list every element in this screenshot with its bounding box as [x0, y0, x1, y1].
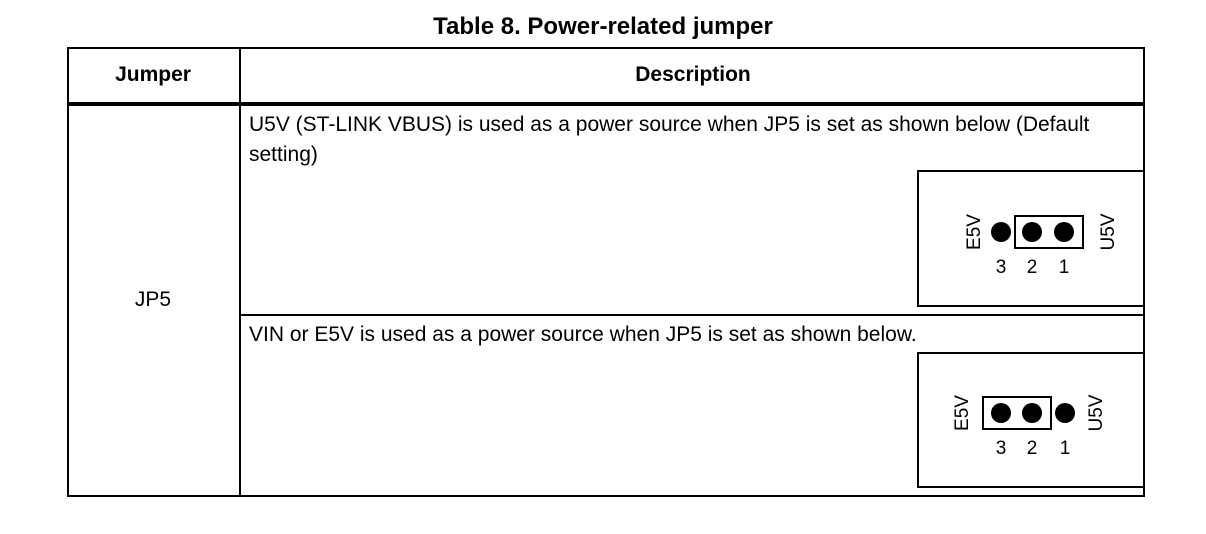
pin-label-2: 2: [1027, 438, 1038, 459]
jumper-diagram-vin-e5v-svg: E5V U5V 3 2 1: [952, 394, 1107, 459]
jumper-diagram-vin-e5v: E5V U5V 3 2 1: [917, 352, 1145, 488]
jumper-diagram-default: E5V U5V 3 2 1: [917, 170, 1145, 307]
pin-label-1: 1: [1059, 257, 1070, 278]
power-jumper-table: Jumper Description JP5 U5V (ST-LINK VBUS…: [67, 47, 1145, 497]
header-description: Description: [635, 63, 751, 86]
setting-description-default: U5V (ST-LINK VBUS) is used as a power so…: [249, 113, 1090, 166]
label-u5v: U5V: [1098, 213, 1119, 250]
pin-3: [991, 222, 1011, 242]
setting-description-vin-e5v: VIN or E5V is used as a power source whe…: [249, 323, 917, 346]
pin-1: [1054, 222, 1074, 242]
label-e5v: E5V: [964, 214, 985, 250]
table-border: [67, 47, 1145, 497]
header-jumper: Jumper: [115, 63, 191, 86]
pin-1: [1055, 403, 1075, 423]
jumper-cap: [982, 396, 1052, 430]
header-divider: [67, 102, 1145, 106]
pin-label-2: 2: [1027, 257, 1038, 278]
pin-label-3: 3: [996, 438, 1007, 459]
jumper-name-cell: JP5: [134, 288, 172, 311]
pin-label-1: 1: [1060, 438, 1071, 459]
pin-2: [1022, 222, 1042, 242]
pin-label-3: 3: [996, 257, 1007, 278]
pin-2: [1022, 403, 1042, 423]
label-e5v: E5V: [952, 395, 973, 431]
row-divider: [239, 314, 1145, 316]
column-divider: [239, 47, 241, 497]
jumper-cap: [1014, 215, 1084, 249]
pin-3: [991, 403, 1011, 423]
table-title: Table 8. Power-related jumper: [433, 13, 773, 40]
jumper-diagram-default-svg: E5V U5V 3 2 1: [964, 213, 1119, 278]
label-u5v: U5V: [1086, 394, 1107, 431]
